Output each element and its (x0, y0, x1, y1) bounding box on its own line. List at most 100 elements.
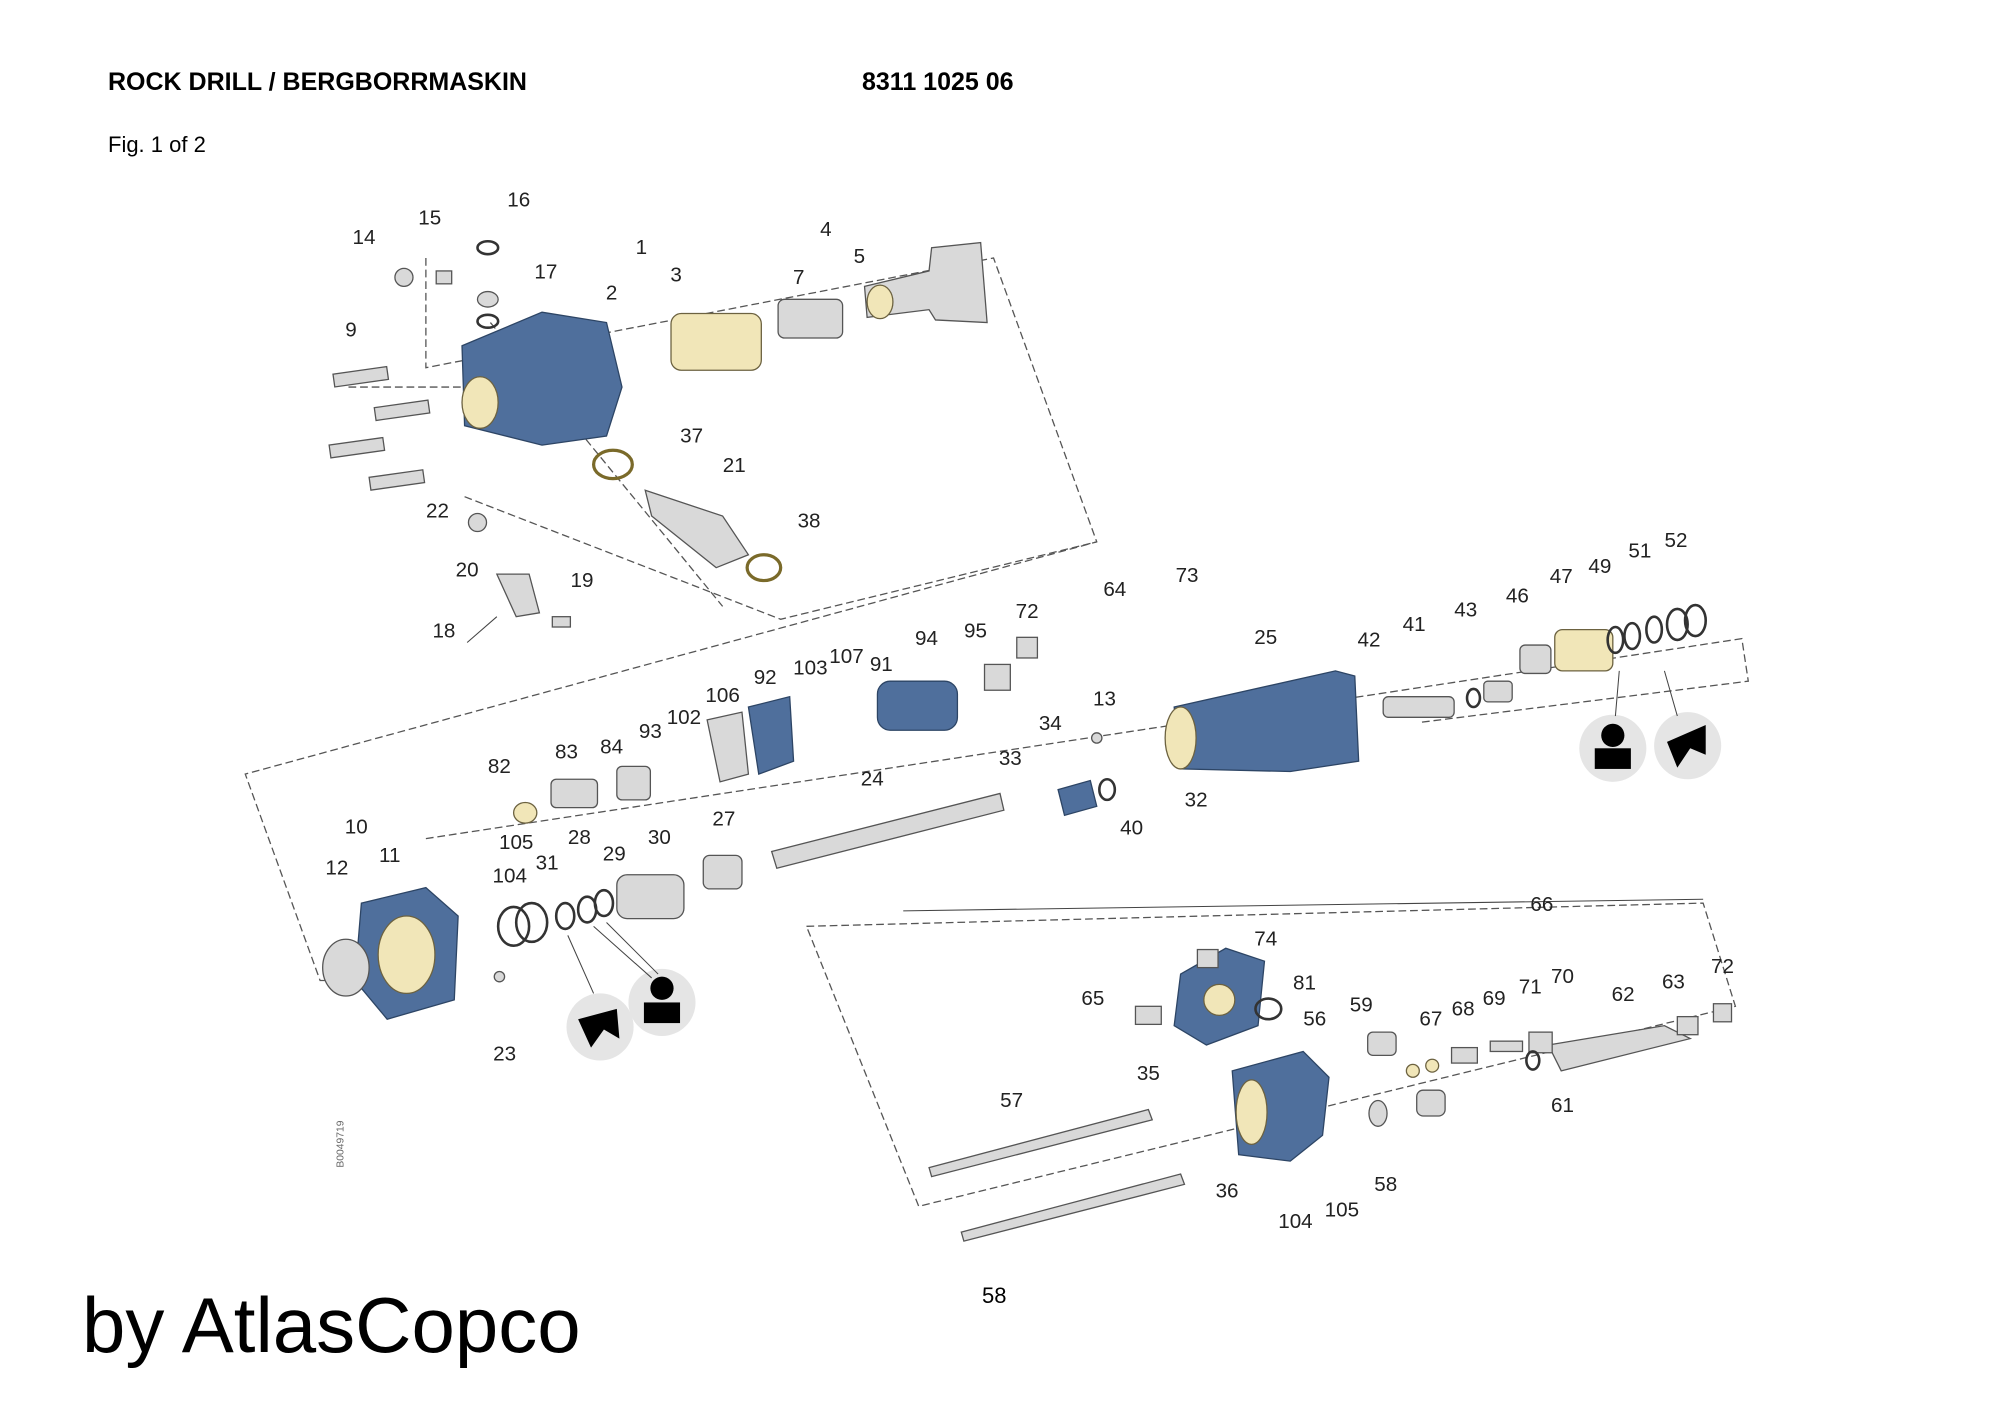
callout-number: 84 (600, 735, 623, 758)
callout-number: 81 (1293, 972, 1316, 995)
callout-number: 65 (1081, 987, 1104, 1010)
callout-number: 95 (964, 619, 987, 642)
document-number: 8311 1025 06 (862, 68, 1014, 96)
callout-number: 93 (639, 720, 662, 743)
callout-number: 35 (1137, 1062, 1160, 1085)
callout-number: 17 (534, 261, 557, 284)
callout-number: 59 (1350, 993, 1373, 1016)
callout-number: 68 (1452, 997, 1475, 1020)
callout-number: 3 (670, 263, 681, 286)
callout-number: 28 (568, 826, 591, 849)
callout-number: 33 (999, 747, 1022, 770)
callout-number: 5 (854, 245, 865, 268)
callout-number: 63 (1662, 970, 1685, 993)
part-7 (777, 298, 844, 339)
callout-number: 71 (1519, 975, 1542, 998)
callout-number: 24 (861, 768, 884, 791)
callout-number: 4 (820, 218, 831, 241)
bolts-9 (328, 365, 431, 491)
document-title: ROCK DRILL / BERGBORRMASKIN (108, 68, 527, 96)
callout-number: 23 (493, 1043, 516, 1066)
callout-number: 69 (1483, 987, 1506, 1010)
callout-number: 20 (456, 559, 479, 582)
callout-number: 41 (1403, 613, 1426, 636)
callout-number: 70 (1551, 965, 1574, 988)
callout-number: 22 (426, 499, 449, 522)
callout-number: 47 (1550, 565, 1573, 588)
callout-number: 18 (432, 619, 455, 642)
brand-watermark: by AtlasCopco (82, 1281, 581, 1369)
callout-number: 67 (1419, 1008, 1442, 1031)
callout-number: 10 (345, 815, 368, 838)
callout-number: 30 (648, 826, 671, 849)
callout-number: 49 (1588, 555, 1611, 578)
housing-25 (1173, 670, 1360, 773)
callout-number: 72 (1711, 955, 1734, 978)
callout-number: 9 (345, 319, 356, 342)
callout-number: 58 (1374, 1173, 1397, 1196)
callout-number: 61 (1551, 1094, 1574, 1117)
callout-number: 16 (507, 188, 530, 211)
callout-number: 2 (606, 281, 617, 304)
callout-number: 74 (1254, 928, 1277, 951)
callout-number: 42 (1358, 628, 1381, 651)
housing-2 (461, 311, 623, 446)
callout-number: 19 (571, 569, 594, 592)
callout-number: 82 (488, 755, 511, 778)
person-warning-icon (1579, 714, 1647, 782)
callout-number: 104 (493, 864, 527, 887)
callout-number: 62 (1612, 983, 1635, 1006)
callout-number: 13 (1093, 688, 1116, 711)
callout-number: 52 (1665, 529, 1688, 552)
callout-number: 46 (1506, 584, 1529, 607)
callout-number: 105 (499, 831, 533, 854)
shaft-24 (770, 792, 1005, 870)
motor-94 (876, 680, 959, 731)
callout-number: 73 (1176, 564, 1199, 587)
callout-number: 37 (680, 425, 703, 448)
warning-symbols (566, 670, 1722, 1061)
callout-number: 92 (754, 666, 777, 689)
callout-number: 102 (667, 706, 701, 729)
callout-number: 36 (1216, 1179, 1239, 1202)
callout-number: 107 (829, 645, 863, 668)
callout-number: 94 (915, 627, 938, 650)
callout-number: 83 (555, 741, 578, 764)
callout-number: 14 (352, 226, 375, 249)
callout-number: 31 (536, 852, 559, 875)
callout-number: 27 (712, 808, 735, 831)
plate-106 (706, 711, 750, 783)
hand-warning-icon (1654, 712, 1722, 780)
callout-number: 57 (1000, 1089, 1023, 1112)
callout-number: 43 (1454, 599, 1477, 622)
valve-21 (644, 489, 750, 569)
callout-number: 1 (636, 236, 647, 259)
callout-number: 34 (1039, 712, 1062, 735)
callout-number: 12 (325, 857, 348, 880)
callout-number: 21 (723, 454, 746, 477)
callout-number: 7 (793, 266, 804, 289)
callout-number: 105 (1325, 1199, 1359, 1222)
page-number: 58 (982, 1283, 1007, 1308)
callout-number: 91 (870, 653, 893, 676)
callout-number: 38 (798, 510, 821, 533)
drawing-id: B0049719 (335, 1120, 346, 1167)
callout-number: 66 (1530, 893, 1553, 916)
callout-number: 11 (379, 844, 400, 867)
figure-label: Fig. 1 of 2 (108, 132, 206, 157)
callout-number: 103 (793, 657, 827, 680)
callout-number: 64 (1103, 578, 1126, 601)
callout-number: 104 (1278, 1210, 1312, 1233)
callout-number: 32 (1185, 788, 1208, 811)
callout-number: 72 (1016, 600, 1039, 623)
parts (322, 239, 1733, 1242)
callout-number: 25 (1254, 626, 1277, 649)
person-warning-icon (628, 968, 696, 1036)
callout-number: 40 (1120, 817, 1143, 840)
callout-number: 29 (603, 843, 626, 866)
hand-warning-icon (566, 993, 634, 1061)
lever-20 (495, 573, 541, 618)
flange-92 (747, 695, 795, 775)
